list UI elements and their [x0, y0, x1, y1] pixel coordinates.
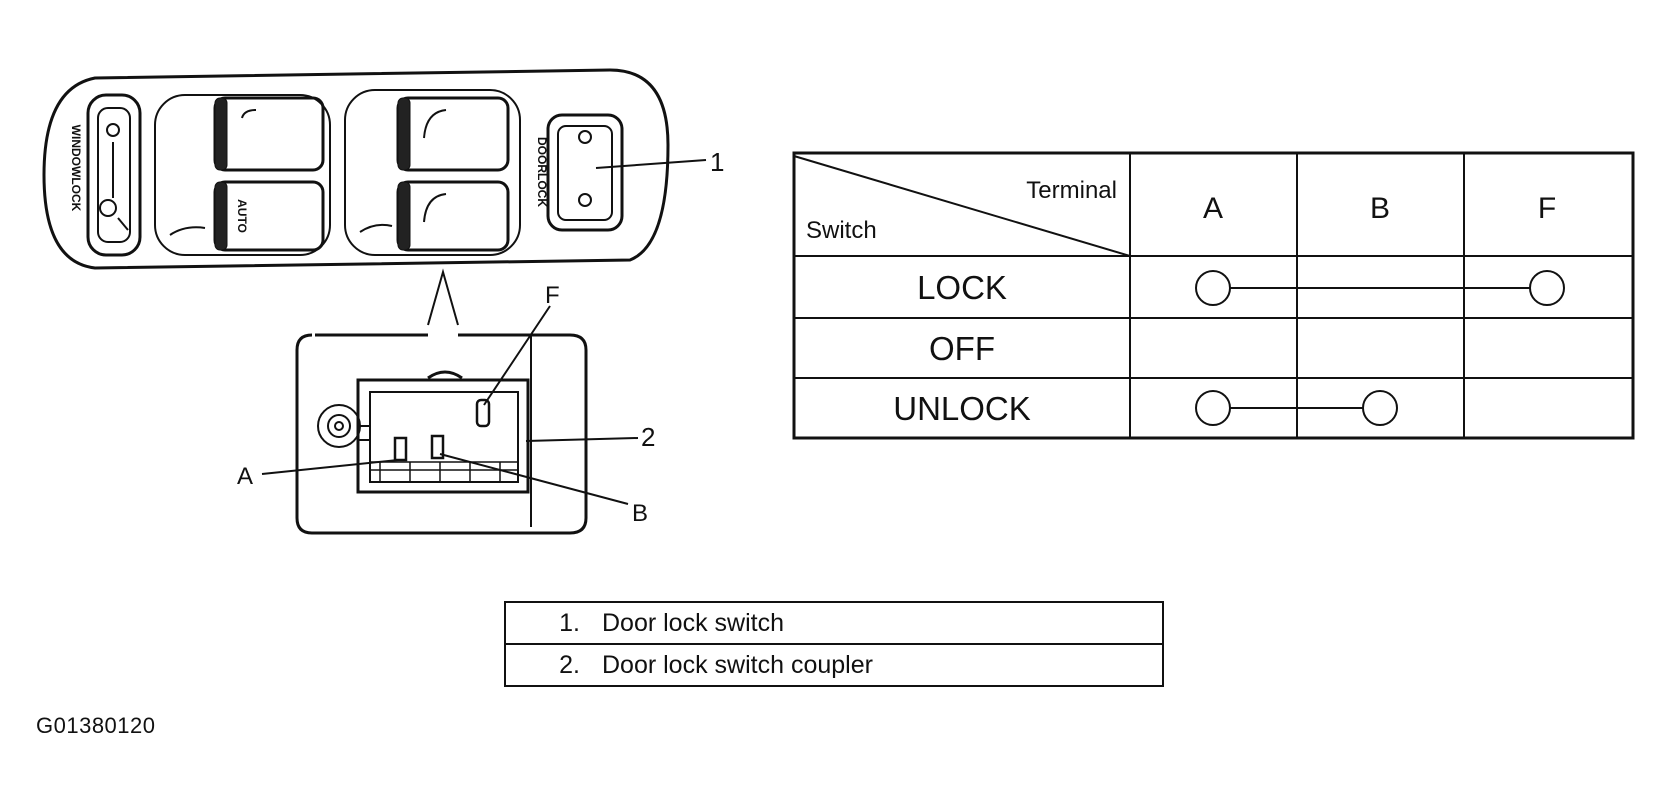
coupler-terminal-a-label: A — [237, 463, 253, 490]
door-lock-switch[interactable] — [546, 113, 624, 232]
coupler-terminal-b-label: B — [632, 500, 648, 527]
callout-1-leader — [595, 159, 707, 169]
door-lock-switch-coupler — [356, 370, 530, 494]
continuity-circle — [1195, 270, 1231, 306]
front-window-switch-bezel — [154, 94, 331, 256]
power-window-switch-panel: WINDOWLOCK AUTO — [42, 68, 707, 270]
legend-row: 1. Door lock switch — [505, 602, 1163, 644]
switch-panel-housing — [42, 68, 670, 270]
legend-table: 1. Door lock switch 2. Door lock switch … — [504, 601, 1164, 687]
legend-number: 1. — [559, 608, 580, 637]
column-header-f: F — [1538, 192, 1556, 225]
column-header-b: B — [1370, 192, 1390, 225]
continuity-circle — [1529, 270, 1565, 306]
callout-2-number: 2 — [641, 422, 655, 452]
callout-2-leader — [525, 437, 639, 442]
terminal-b-leader — [439, 453, 629, 505]
row-label-off: OFF — [929, 330, 995, 367]
coupler-terminal-f-label: F — [545, 282, 560, 309]
continuity-table — [792, 151, 1635, 440]
window-lock-label: WINDOWLOCK — [69, 125, 83, 212]
header-diagonal — [793, 155, 1131, 257]
row-label-lock: LOCK — [917, 269, 1007, 306]
terminal-a-leader — [261, 459, 399, 475]
callout-1-number: 1 — [710, 147, 724, 177]
terminal-f — [475, 398, 491, 428]
window-lock-switch[interactable] — [86, 93, 142, 257]
legend-text: Door lock switch coupler — [592, 643, 1163, 686]
column-header-a: A — [1203, 192, 1223, 225]
terminal-b — [430, 434, 445, 460]
coupler-view — [261, 268, 639, 535]
rear-window-switch-bezel — [344, 89, 521, 256]
legend-text: Door lock switch — [602, 608, 784, 637]
header-switch: Switch — [806, 217, 877, 244]
header-terminal: Terminal — [1026, 177, 1117, 204]
passenger-window-switch[interactable] — [359, 96, 510, 252]
figure-id: G01380120 — [36, 713, 156, 738]
mounting-screw — [317, 404, 361, 448]
row-label-unlock: UNLOCK — [893, 390, 1031, 427]
legend-row: 2. Door lock switch coupler — [505, 643, 1163, 686]
door-lock-label: DOORLOCK — [535, 137, 549, 207]
auto-label: AUTO — [235, 199, 249, 233]
continuity-circle — [1362, 390, 1398, 426]
continuity-circle — [1195, 390, 1231, 426]
coupler-detail-frame — [295, 333, 588, 535]
terminal-a — [393, 436, 408, 462]
legend-number: 2. — [505, 643, 592, 686]
driver-window-switch[interactable] — [169, 96, 325, 252]
terminal-f-leader — [483, 305, 551, 406]
continuity-marks — [1195, 270, 1565, 426]
